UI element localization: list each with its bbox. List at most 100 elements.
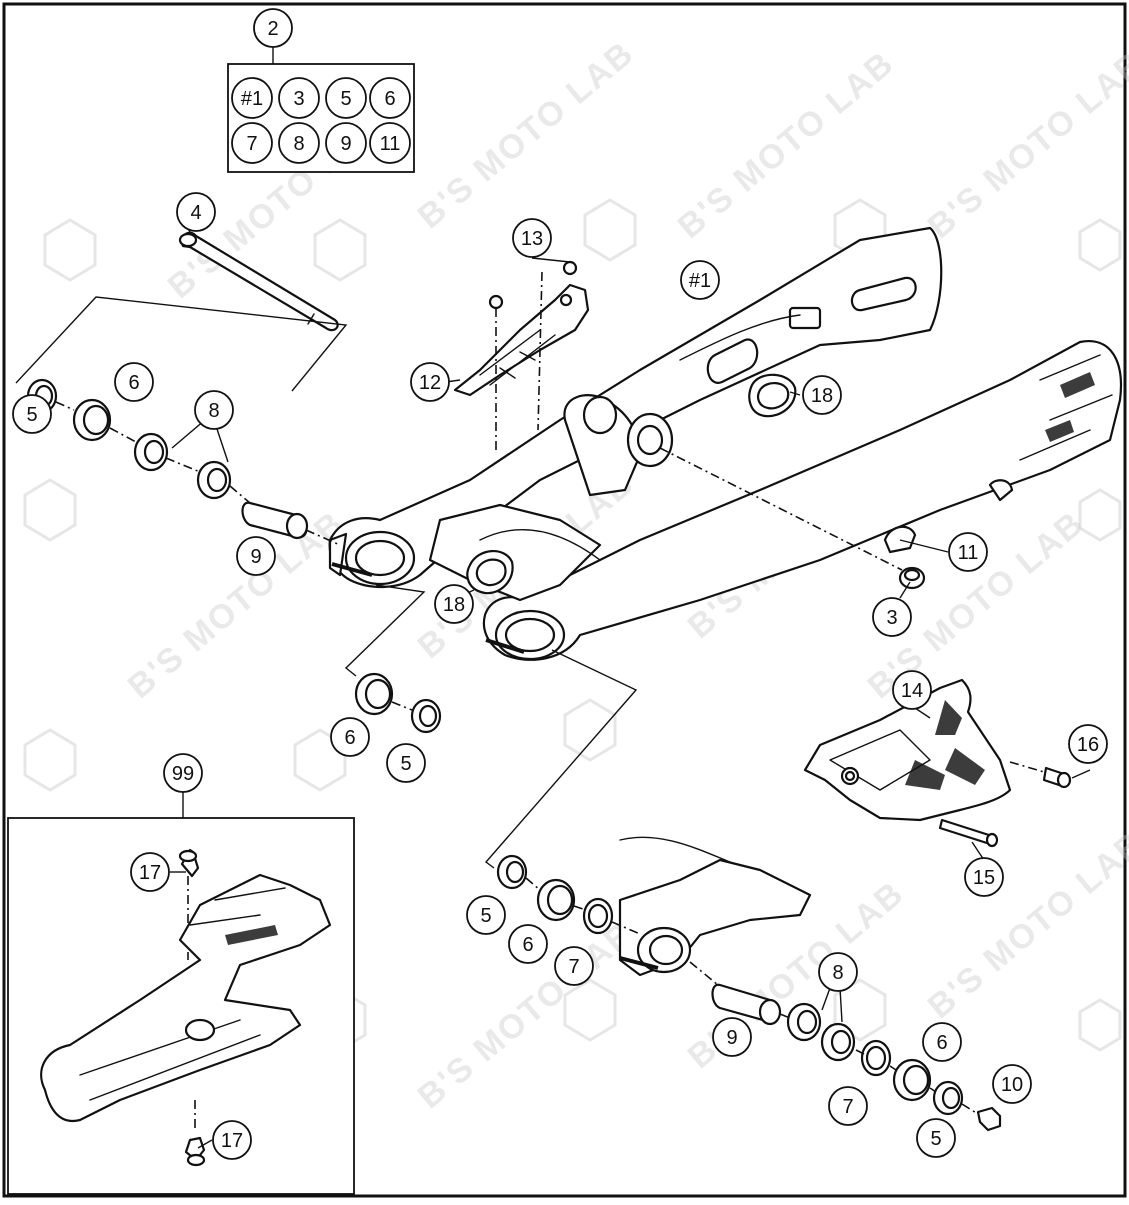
kit-item-circle [369, 122, 411, 164]
callout-bushing-right-b-circle [922, 1022, 962, 1062]
callout-seal-right-b-circle [916, 1118, 956, 1158]
callout-bolt-guide-label: 15 [973, 867, 995, 889]
callout-seal-right-b: 5 [916, 1118, 956, 1158]
callout-rubber-left: 18 [434, 584, 474, 624]
callout-bearings-left-top-circle [194, 390, 234, 430]
callout-bolt-guide: 15 [964, 857, 1004, 897]
callout-washer-right-a-circle [554, 946, 594, 986]
watermark-text: B'S MOTO LAB [121, 504, 352, 706]
callout-kit-label: 2 [267, 18, 278, 40]
kit-item: #1 [231, 77, 273, 119]
rubber-pads [466, 373, 797, 595]
callout-seal-right-a: 5 [466, 895, 506, 935]
callout-rubber-right-label: 18 [811, 385, 833, 407]
callout-bearings-left-top-label: 8 [208, 400, 219, 422]
callout-sleeve-right-label: 9 [726, 1027, 737, 1049]
callout-washer-right-a-label: 7 [568, 956, 579, 978]
kit-item-circle [231, 77, 273, 119]
callout-sleeve-left-top: 9 [236, 536, 276, 576]
callout-bushing-small-label: 3 [886, 607, 897, 629]
kit-item: 9 [325, 122, 367, 164]
callout-bracket-circle [948, 532, 988, 572]
callout-seal-left-mid-label: 5 [400, 753, 411, 775]
callout-bushing-small: 3 [872, 597, 912, 637]
callout-washer-right-b-label: 7 [842, 1096, 853, 1118]
callout-screw-inset-bottom-label: 17 [221, 1130, 243, 1152]
callout-bushing-left-mid-label: 6 [344, 727, 355, 749]
callout-bearings-right: 8 [818, 952, 858, 992]
callout-rubber-right-circle [802, 375, 842, 415]
kit-item-label: 7 [246, 133, 257, 155]
callout-screw-inset-top-circle [130, 852, 170, 892]
callout-chain-guide-small: 12 [410, 362, 450, 402]
callout-seal-left-top: 5 [12, 394, 52, 434]
bushing-3 [659, 447, 926, 590]
callout-bushing-small-circle [872, 597, 912, 637]
kit-item-circle [325, 77, 367, 119]
callout-axle-label: 4 [190, 202, 201, 224]
callout-bushing-right-b: 6 [922, 1022, 962, 1062]
callout-rubber-left-circle [434, 584, 474, 624]
callout-bushing-right-a-label: 6 [522, 934, 533, 956]
callout-chain-guide: 14 [892, 670, 932, 710]
kit-item: 5 [325, 77, 367, 119]
callout-seal-right-a-circle [466, 895, 506, 935]
kit-item-label: 8 [293, 133, 304, 155]
kit-item: 7 [231, 122, 273, 164]
callout-bearings-right-label: 8 [832, 962, 843, 984]
kit-item-circle [369, 77, 411, 119]
callout-axle-circle [176, 192, 216, 232]
chain-guide-small [453, 283, 590, 397]
callout-screw-guide: 16 [1068, 724, 1108, 764]
callout-screw-inset-bottom: 17 [212, 1120, 252, 1160]
callout-chain-guide-small-label: 12 [419, 372, 441, 394]
callout-main-swingarm: #1 [680, 260, 720, 300]
callout-inset-circle [163, 753, 203, 793]
callout-bracket-label: 11 [958, 542, 979, 564]
swingarm [328, 226, 1123, 661]
callout-inset: 99 [163, 753, 203, 793]
callout-cap-right: 10 [992, 1064, 1032, 1104]
kit-item: 6 [369, 77, 411, 119]
callout-washer-right-b-circle [828, 1086, 868, 1126]
callout-seal-right-b-label: 5 [930, 1128, 941, 1150]
pivot-group-left-mid [344, 584, 442, 734]
watermark-text: B'S MOTO LAB [671, 44, 902, 246]
kit-item: 11 [369, 122, 411, 164]
callout-screw-top-label: 13 [521, 228, 543, 250]
callout-kit-circle [253, 8, 293, 48]
watermark-text: B'S MOTO LAB [921, 44, 1129, 246]
callout-cap-right-label: 10 [1001, 1074, 1023, 1096]
callout-bearings-right-circle [818, 952, 858, 992]
watermark-text: B'S MOTO LAB [921, 824, 1129, 1026]
chain-guide [803, 678, 1072, 848]
kit-item: 8 [278, 122, 320, 164]
callout-bolt-guide-circle [964, 857, 1004, 897]
callout-inset-label: 99 [172, 763, 194, 785]
kit-item-label: #1 [241, 88, 263, 110]
callout-sleeve-left-top-label: 9 [250, 546, 261, 568]
callout-screw-top: 13 [512, 218, 552, 258]
callout-rubber-right: 18 [802, 375, 842, 415]
callout-bushing-left-mid: 6 [330, 717, 370, 757]
callout-seal-left-top-circle [12, 394, 52, 434]
callout-seal-right-a-label: 5 [480, 905, 491, 927]
callout-screw-inset-top-label: 17 [139, 862, 161, 884]
callout-bracket: 11 [948, 532, 988, 572]
callout-layer: #145689121318181136514161517175679867105… [12, 8, 1108, 1160]
watermark-text: B'S MOTO LAB [411, 34, 642, 236]
callout-screw-inset-bottom-circle [212, 1120, 252, 1160]
callout-bushing-right-a-circle [508, 924, 548, 964]
kit-item-label: 9 [340, 133, 351, 155]
callout-bearings-left-top: 8 [194, 390, 234, 430]
callout-screw-guide-label: 16 [1077, 734, 1099, 756]
callout-bushing-right-a: 6 [508, 924, 548, 964]
callout-screw-inset-top: 17 [130, 852, 170, 892]
callout-sleeve-right: 9 [712, 1017, 752, 1057]
kit-item-circle [278, 122, 320, 164]
callout-sleeve-left-top-circle [236, 536, 276, 576]
